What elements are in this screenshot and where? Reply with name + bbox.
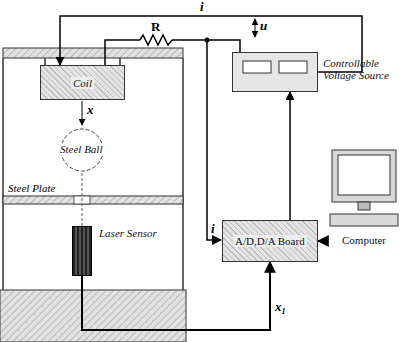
keyboard <box>330 214 398 226</box>
housing-top-plate <box>3 48 183 58</box>
monitor-stand <box>358 202 370 210</box>
coil-box: Coil <box>40 65 125 100</box>
node-label: Coil <box>71 77 94 89</box>
node-label: Laser Sensor <box>99 227 157 239</box>
voltage-source-box: Controllable Voltage Source <box>232 52 318 92</box>
node-label: Computer <box>342 234 386 246</box>
ad-da-board: A/D,D/A Board <box>222 220 318 262</box>
resistor-symbol <box>140 35 172 45</box>
laser-beam <box>82 173 83 226</box>
displacement-label: x <box>87 103 94 117</box>
coil-bracket <box>44 58 46 65</box>
resistor-label: R <box>151 20 160 34</box>
steel-plate <box>3 196 183 204</box>
housing-wall <box>182 58 184 290</box>
monitor <box>332 150 396 202</box>
coil-wire <box>105 40 140 65</box>
coil-bracket <box>119 58 121 65</box>
base <box>0 290 186 342</box>
node-label: A/D,D/A Board <box>233 235 307 247</box>
node-label: Controllable Voltage Source <box>323 57 401 81</box>
computer: Computer <box>328 148 400 248</box>
voltage-source-displays <box>233 53 317 91</box>
plate-label: Steel Plate <box>8 182 55 194</box>
signal-label: i <box>200 0 204 14</box>
signal-label: x₁ <box>275 300 286 314</box>
connector-wire <box>289 92 291 220</box>
display-panel <box>279 61 307 73</box>
connector-wire <box>318 240 328 242</box>
display-panel <box>243 61 271 73</box>
displacement-arrow <box>82 101 83 125</box>
monitor-screen <box>338 155 390 195</box>
steel-ball: Steel Ball <box>60 128 104 172</box>
housing-wall <box>2 58 4 290</box>
node-label: Steel Ball <box>58 143 104 155</box>
current-label: i <box>211 222 215 236</box>
voltage-label: u <box>260 19 267 33</box>
laser-sensor: Laser Sensor <box>72 226 92 276</box>
voltage-arrow <box>255 19 256 37</box>
current-sense-wire <box>207 40 221 240</box>
computer-icon <box>328 148 400 230</box>
connector-wire <box>82 262 270 330</box>
